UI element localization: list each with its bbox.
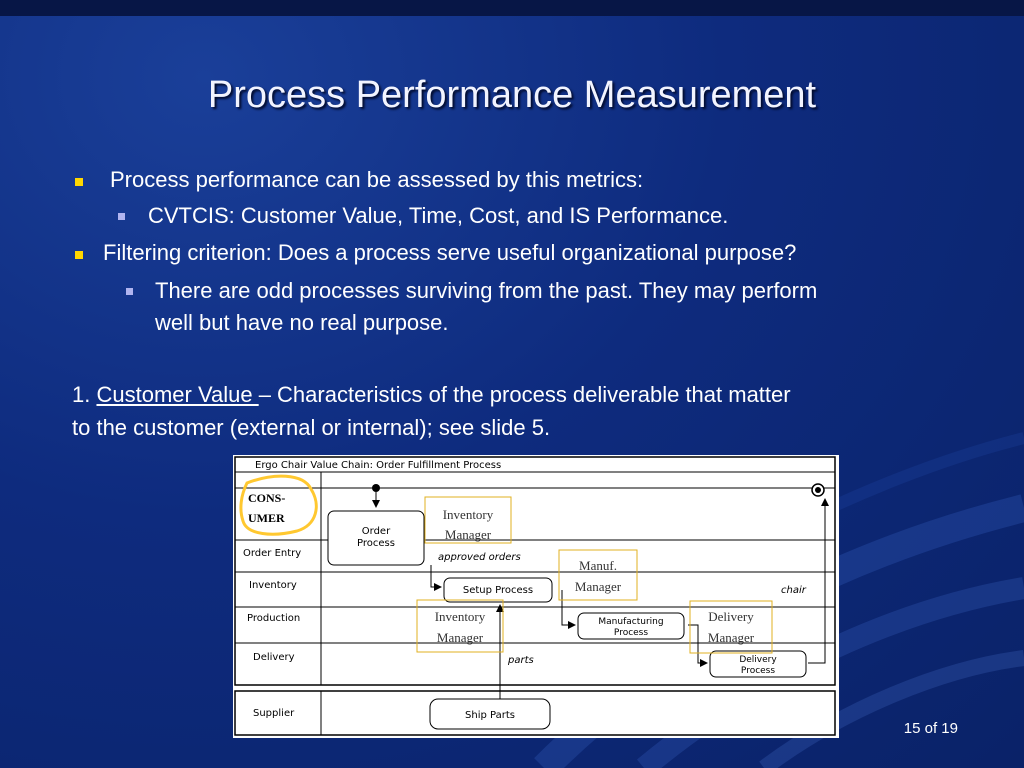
flow-label: parts	[507, 655, 534, 666]
flow-label: chair	[781, 585, 807, 596]
bullet-text: Filtering criterion: Does a process serv…	[103, 240, 797, 265]
manager-box	[558, 549, 638, 601]
lane-label-inventory: Inventory	[249, 580, 297, 591]
manager-label: Manager	[437, 630, 484, 645]
manager-label: Manager	[575, 579, 622, 594]
bullet-icon	[75, 251, 83, 259]
para-number: 1.	[72, 382, 97, 407]
setup-process-box	[443, 577, 553, 603]
process-label: Process	[614, 628, 648, 638]
order-process-box	[327, 510, 425, 566]
process-label: Delivery	[739, 655, 777, 665]
start-node	[372, 484, 380, 492]
ship-parts-box	[429, 698, 551, 730]
manager-box	[424, 496, 512, 544]
bullet-icon	[75, 178, 83, 186]
manager-label: Manager	[445, 527, 492, 542]
lane-label-consumer: UMER	[248, 511, 285, 525]
sub-bullet-text: well but have no real purpose.	[155, 310, 449, 335]
manager-label: Inventory	[443, 507, 494, 522]
manager-box	[689, 600, 773, 654]
sub-bullet-icon	[126, 288, 133, 295]
value-chain-diagram: Ergo Chair Value Chain: Order Fulfillmen…	[233, 455, 839, 738]
manager-box	[416, 599, 504, 653]
flow-label: approved orders	[438, 552, 521, 563]
manager-label: Manager	[708, 630, 755, 645]
diagram-title: Ergo Chair Value Chain: Order Fulfillmen…	[255, 460, 501, 471]
process-label: Setup Process	[463, 585, 533, 596]
para-text: to the customer (external or internal); …	[72, 415, 551, 440]
manufacturing-process-box	[577, 612, 685, 640]
sub-bullet-text: CVTCIS: Customer Value, Time, Cost, and …	[148, 203, 729, 228]
customer-value-term: Customer Value	[96, 382, 259, 407]
lane-label-production: Production	[247, 613, 300, 624]
sub-bullet-icon	[118, 213, 125, 220]
bullet-text: Process performance can be assessed by t…	[110, 167, 644, 192]
diagram-canvas: Ergo Chair Value Chain: Order Fulfillmen…	[234, 456, 836, 736]
sub-bullet-text: There are odd processes surviving from t…	[155, 278, 818, 303]
top-bar	[0, 0, 1024, 16]
customer-value-paragraph: 1. Customer Value – Characteristics of t…	[72, 378, 952, 444]
lane-label-consumer: CONS-	[248, 491, 285, 505]
process-label: Ship Parts	[465, 710, 515, 721]
para-text: – Characteristics of the process deliver…	[258, 382, 791, 407]
process-label: Order	[362, 526, 391, 537]
lane-label-order-entry: Order Entry	[243, 548, 301, 559]
manager-label: Delivery	[708, 609, 754, 624]
lane-label-delivery: Delivery	[253, 652, 295, 663]
process-label: Process	[741, 666, 775, 676]
page-number: 15 of 19	[903, 720, 958, 737]
process-label: Process	[357, 538, 395, 549]
manager-label: Manuf.	[579, 558, 617, 573]
process-label: Manufacturing	[598, 617, 663, 627]
manager-label: Inventory	[435, 609, 486, 624]
delivery-process-box	[709, 650, 807, 678]
slide-title: Process Performance Measurement	[207, 74, 817, 116]
consumer-highlight	[239, 474, 318, 536]
lane-label-supplier: Supplier	[253, 708, 295, 719]
